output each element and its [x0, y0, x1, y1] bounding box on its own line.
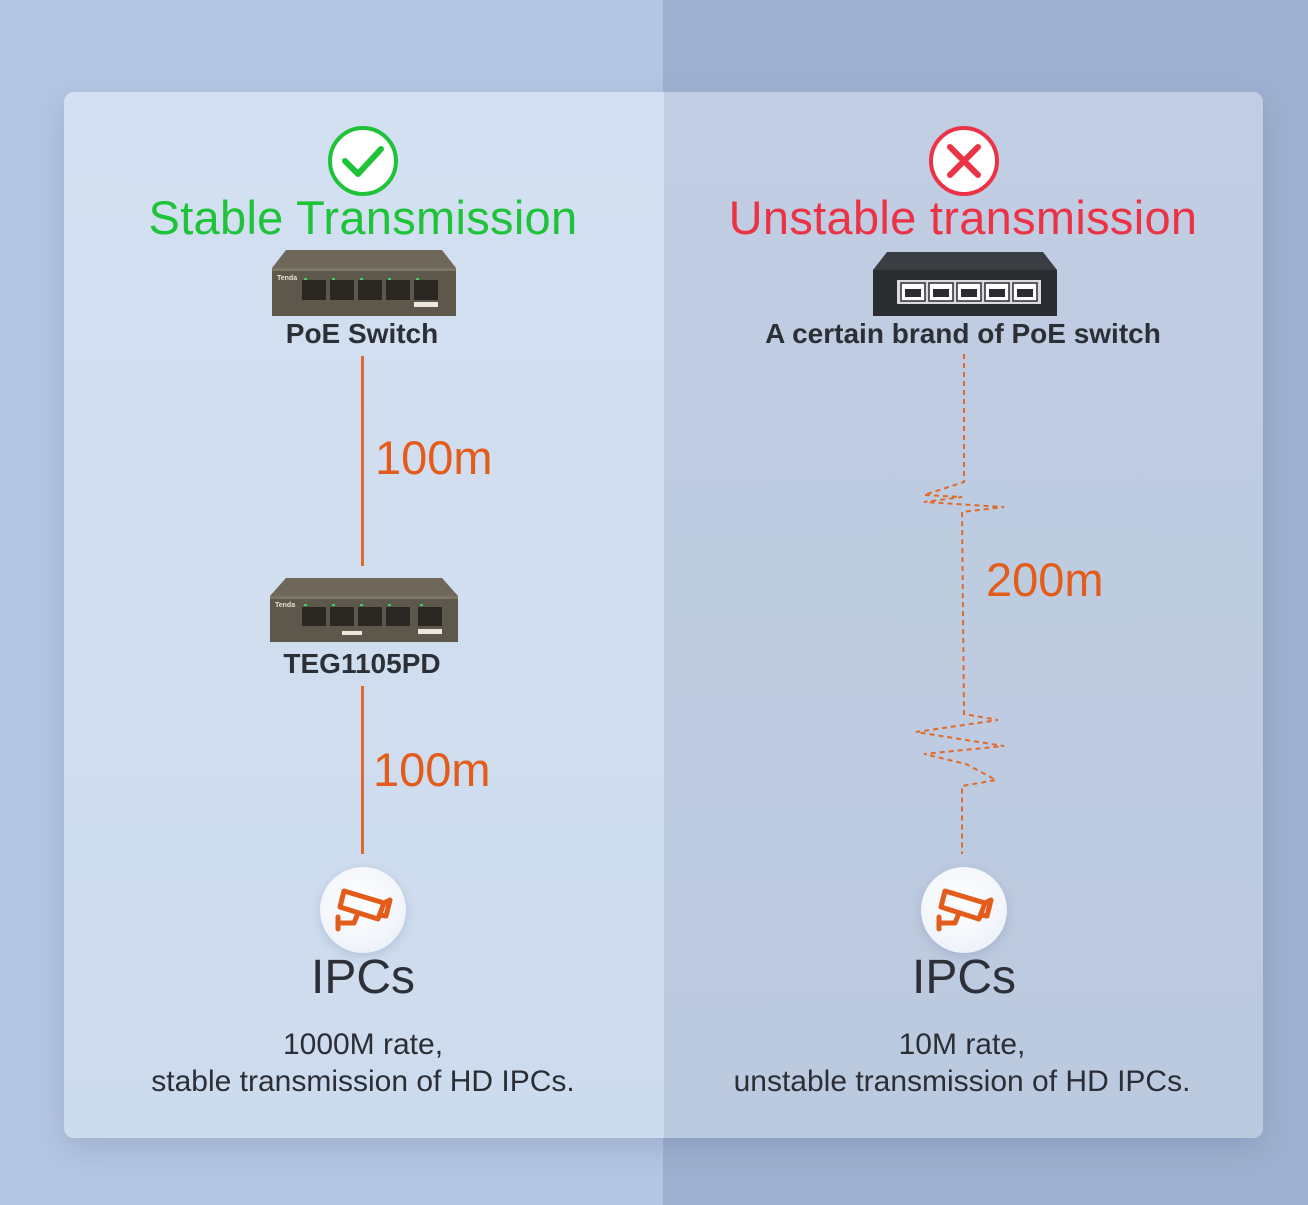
stable-description: 1000M rate, stable transmission of HD IP… — [151, 1026, 574, 1100]
desc-line-2: unstable transmission of HD IPCs. — [733, 1065, 1191, 1098]
switch-brand-logo: Tenda — [277, 275, 297, 282]
unstable-cable-line — [915, 354, 1005, 854]
unstable-title: Unstable transmission — [728, 191, 1198, 244]
check-circle-icon — [328, 126, 398, 196]
ipc-icon-circle-right — [921, 867, 1007, 953]
poe-switch-label: PoE Switch — [285, 318, 439, 349]
x-circle-icon — [929, 126, 999, 196]
distance-label-2: 100m — [373, 743, 491, 796]
desc-line-2: stable transmission of HD IPCs. — [151, 1065, 575, 1098]
teg1105pd-image: Tenda — [270, 578, 458, 642]
unstable-panel: Unstable transmission A certain brand of… — [664, 92, 1263, 1138]
distance-label-200: 200m — [986, 553, 1104, 606]
distance-label-1: 100m — [375, 431, 493, 484]
cable-line-1 — [361, 356, 364, 566]
generic-switch-label: A certain brand of PoE switch — [765, 318, 1161, 349]
ipc-title-right: IPCs — [911, 951, 1017, 1004]
stable-panel: Stable Transmission Tenda PoE Switch 100… — [64, 92, 664, 1138]
desc-line-1: 1000M rate, — [282, 1028, 444, 1061]
extender-brand-logo: Tenda — [275, 602, 295, 609]
desc-line-1: 10M rate, — [898, 1028, 1026, 1061]
cable-line-2 — [361, 686, 364, 854]
security-camera-icon — [335, 888, 393, 932]
unstable-description: 10M rate, unstable transmission of HD IP… — [734, 1026, 1191, 1100]
comparison-card: Stable Transmission Tenda PoE Switch 100… — [64, 92, 1263, 1138]
ipc-icon-circle — [320, 867, 406, 953]
generic-switch-image — [873, 252, 1057, 316]
poe-switch-image: Tenda — [272, 250, 456, 316]
teg1105pd-label: TEG1105PD — [283, 648, 441, 679]
security-camera-icon — [936, 888, 994, 932]
ipc-title: IPCs — [310, 951, 416, 1004]
stable-title: Stable Transmission — [148, 191, 578, 244]
